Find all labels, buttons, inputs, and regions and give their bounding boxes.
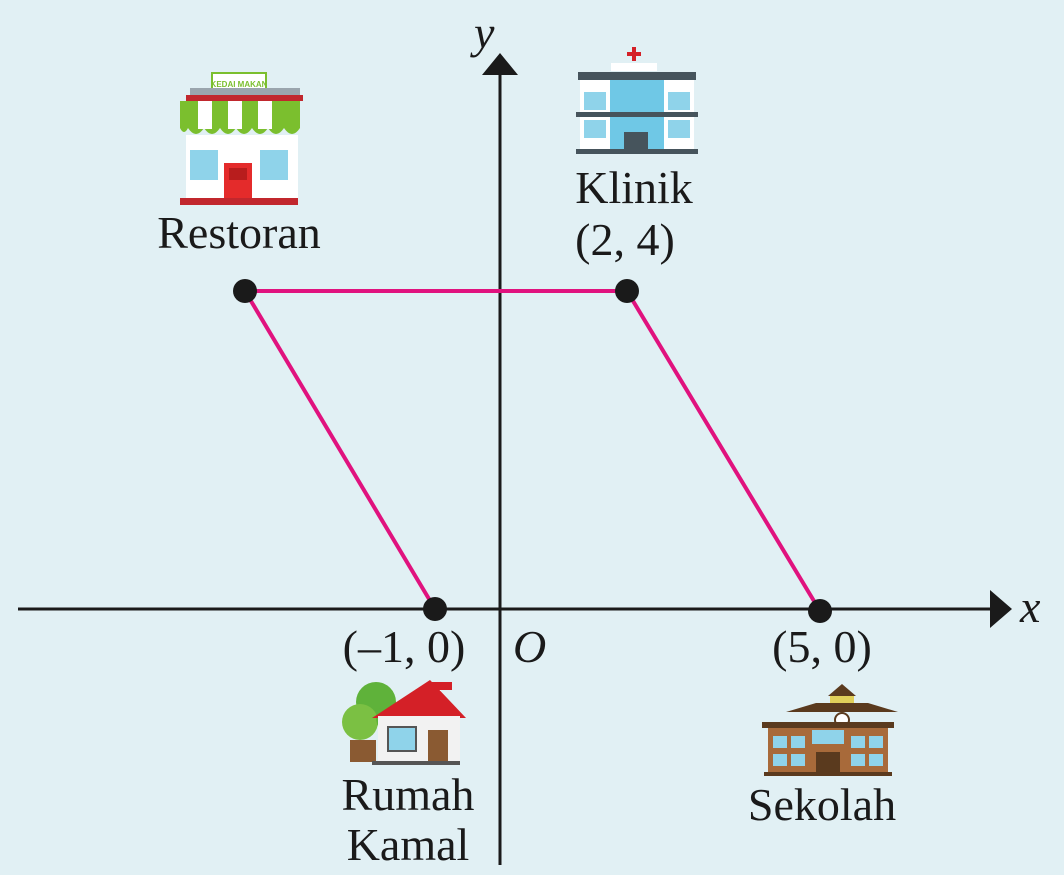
point-klinik [615, 279, 639, 303]
y-axis-label: y [470, 7, 495, 58]
path-klinik-sekolah [625, 289, 822, 613]
point-restoran [233, 279, 257, 303]
restaurant-sign-text: KEDAI MAKAN [211, 80, 268, 89]
hospital-icon [576, 47, 698, 154]
rumah-label-line2: Kamal [347, 819, 470, 870]
restoran-label: Restoran [157, 207, 321, 258]
point-sekolah [808, 599, 832, 623]
path-rumah-restoran [243, 289, 437, 611]
restaurant-icon: KEDAI MAKAN [180, 72, 303, 205]
klinik-coord-label: (2, 4) [575, 214, 675, 265]
house-icon [342, 680, 466, 765]
route-path [243, 289, 822, 613]
sekolah-label: Sekolah [748, 779, 896, 830]
rumah-coord-label: (–1, 0) [343, 621, 466, 672]
point-rumah-kamal [423, 597, 447, 621]
x-axis-label: x [1019, 581, 1041, 632]
y-axis-arrow [482, 53, 518, 75]
sekolah-coord-label: (5, 0) [772, 621, 872, 672]
origin-label: O [513, 621, 546, 672]
school-icon [762, 684, 898, 776]
klinik-label: Klinik [575, 162, 693, 213]
x-axis-arrow [990, 590, 1012, 628]
rumah-label-line1: Rumah [342, 769, 475, 820]
